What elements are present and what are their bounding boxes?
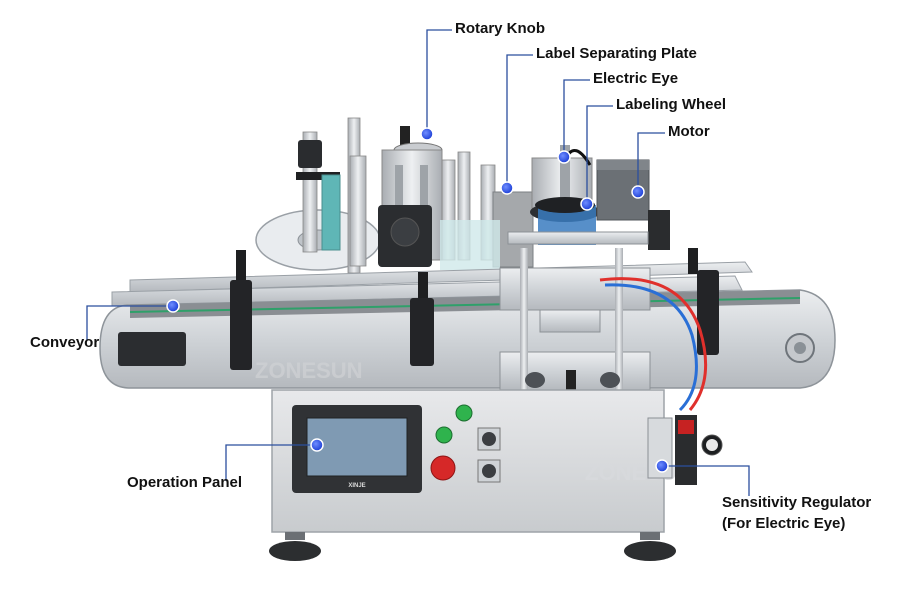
marker-dot-icon (655, 459, 669, 473)
base-cabinet: XINJE ZONESUN (271, 389, 693, 533)
leader-lines (86, 29, 750, 496)
marker-dot-icon (420, 127, 434, 141)
watermark-conveyor: ZONESUN (255, 358, 363, 383)
leader-operation-panel (225, 444, 317, 481)
machine-feet (269, 532, 676, 561)
label-operation-panel: Operation Panel (127, 474, 243, 491)
leader-conveyor (86, 305, 173, 340)
label-conveyor: Conveyor (30, 334, 100, 351)
marker-dot-icon (580, 197, 594, 211)
leader-labeling-wheel (586, 105, 613, 204)
leader-motor (637, 132, 665, 192)
label-sensitivity-regulator-note: (For Electric Eye) (722, 515, 846, 532)
label-motor: Motor (668, 123, 710, 140)
marker-dot-icon (557, 150, 571, 164)
leader-label-separating-plate (506, 54, 533, 188)
marker-dot-icon (166, 299, 180, 313)
marker-dots (166, 127, 669, 473)
screen-brand: XINJE (348, 483, 365, 489)
label-labeling-wheel: Labeling Wheel (616, 96, 727, 113)
sensitivity-regulator (647, 415, 723, 485)
label-sensitivity-regulator: Sensitivity Regulator (722, 494, 872, 511)
leader-rotary-knob (426, 29, 452, 134)
label-electric-eye: Electric Eye (593, 70, 679, 87)
conveyor-body (99, 289, 836, 389)
label-label-separating-plate: Label Separating Plate (536, 45, 697, 62)
air-tubes (599, 277, 708, 412)
marker-dot-icon (631, 185, 645, 199)
rotary-knob-assembly (378, 126, 443, 267)
leader-sensitivity-regulator (662, 465, 750, 496)
label-rotary-knob: Rotary Knob (455, 20, 545, 37)
leader-electric-eye (563, 79, 590, 157)
marker-dot-icon (500, 181, 514, 195)
marker-dot-icon (310, 438, 324, 452)
watermark-base: ZONESUN (585, 460, 693, 485)
